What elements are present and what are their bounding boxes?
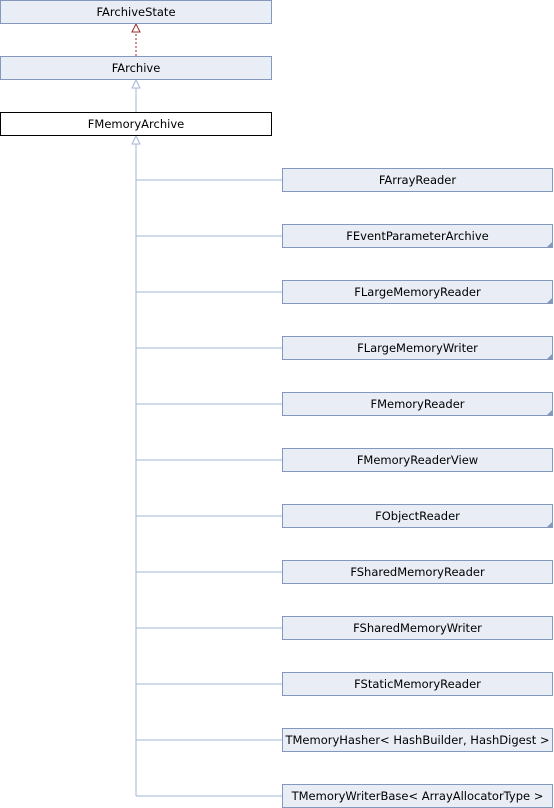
class-node-feventparameterarchive-label: FEventParameterArchive [346, 229, 489, 243]
class-node-feventparameterarchive[interactable]: FEventParameterArchive [282, 224, 553, 248]
class-node-farchive[interactable]: FArchive [0, 56, 272, 80]
class-node-fsharedmemoryreader-label: FSharedMemoryReader [350, 565, 485, 579]
class-node-farchivestate[interactable]: FArchiveState [0, 0, 272, 24]
more-children-corner-icon [547, 242, 552, 247]
class-node-fmemoryarchive-label: FMemoryArchive [87, 117, 185, 131]
class-node-tmemoryhasher[interactable]: TMemoryHasher< HashBuilder, HashDigest > [282, 728, 553, 752]
edge-arrowhead-farchivestate [131, 22, 141, 33]
edge-arrowhead-farchive [131, 78, 141, 89]
class-node-fmemoryreaderview[interactable]: FMemoryReaderView [282, 448, 553, 472]
class-node-flargememorywriter-label: FLargeMemoryWriter [357, 341, 478, 355]
class-node-fmemoryreader-label: FMemoryReader [370, 397, 465, 411]
class-node-fmemoryreader[interactable]: FMemoryReader [282, 392, 553, 416]
class-node-fobjectreader-label: FObjectReader [375, 509, 460, 523]
class-node-farrayreader-label: FArrayReader [378, 173, 457, 187]
class-node-tmemorywriterbase[interactable]: TMemoryWriterBase< ArrayAllocatorType > [282, 784, 553, 808]
class-node-fmemoryarchive: FMemoryArchive [0, 112, 272, 136]
class-node-fstaticmemoryreader[interactable]: FStaticMemoryReader [282, 672, 553, 696]
more-children-corner-icon [547, 410, 552, 415]
class-node-tmemoryhasher-label: TMemoryHasher< HashBuilder, HashDigest > [285, 733, 550, 747]
more-children-corner-icon [547, 298, 552, 303]
class-node-flargememorywriter[interactable]: FLargeMemoryWriter [282, 336, 553, 360]
class-node-fstaticmemoryreader-label: FStaticMemoryReader [354, 677, 481, 691]
class-node-fsharedmemorywriter[interactable]: FSharedMemoryWriter [282, 616, 553, 640]
class-node-fsharedmemorywriter-label: FSharedMemoryWriter [353, 621, 482, 635]
more-children-corner-icon [547, 522, 552, 527]
class-node-flargememoryreader[interactable]: FLargeMemoryReader [282, 280, 553, 304]
more-children-corner-icon [547, 354, 552, 359]
class-node-farrayreader[interactable]: FArrayReader [282, 168, 553, 192]
class-node-farchive-label: FArchive [111, 61, 161, 75]
class-node-tmemorywriterbase-label: TMemoryWriterBase< ArrayAllocatorType > [291, 789, 544, 803]
class-node-farchivestate-label: FArchiveState [96, 5, 176, 19]
class-node-fobjectreader[interactable]: FObjectReader [282, 504, 553, 528]
edge-arrowhead-fmemoryarchive [131, 134, 141, 145]
class-node-fsharedmemoryreader[interactable]: FSharedMemoryReader [282, 560, 553, 584]
class-node-flargememoryreader-label: FLargeMemoryReader [354, 285, 481, 299]
class-node-fmemoryreaderview-label: FMemoryReaderView [356, 453, 479, 467]
